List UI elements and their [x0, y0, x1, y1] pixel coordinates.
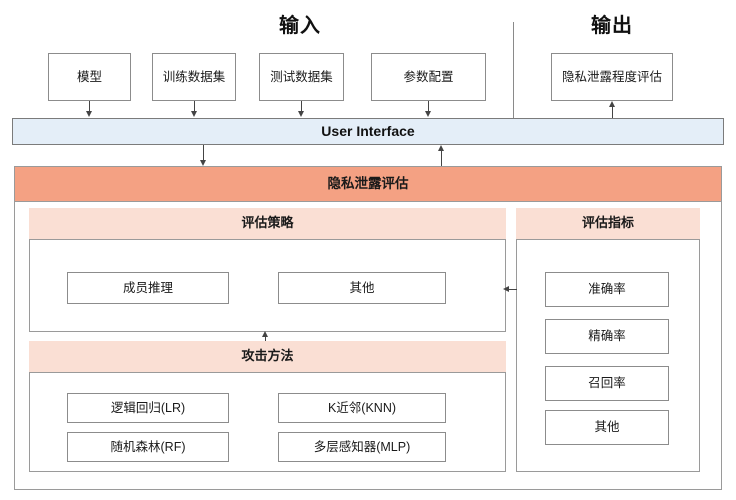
arrow-assessment-to-ui-line — [441, 151, 442, 167]
section-title-input: 输入 — [279, 14, 321, 37]
arrow-train-to-ui-head — [191, 111, 197, 117]
arrow-test-to-ui-head — [298, 111, 304, 117]
metric-item-accuracy[interactable]: 准确率 — [545, 272, 669, 307]
attack-item-mlp[interactable]: 多层感知器(MLP) — [278, 432, 446, 462]
arrow-attack-to-strategy-head — [262, 331, 268, 337]
arrow-test-to-ui-line — [301, 101, 302, 112]
arrow-metrics-to-strategy-line — [508, 289, 517, 290]
arrow-param-to-ui-head — [425, 111, 431, 117]
metric-item-other[interactable]: 其他 — [545, 410, 669, 445]
arrow-metrics-to-strategy-head — [503, 286, 509, 292]
arrow-model-to-ui-line — [89, 101, 90, 112]
arrow-model-to-ui-head — [86, 111, 92, 117]
arrow-ui-to-assessment-head — [200, 160, 206, 166]
input-node-train-dataset[interactable]: 训练数据集 — [152, 53, 236, 101]
strategy-item-other[interactable]: 其他 — [278, 272, 446, 304]
arrow-param-to-ui-line — [428, 101, 429, 112]
arrow-ui-to-assessment-line — [203, 145, 204, 161]
strategy-panel-header: 评估策略 — [29, 208, 506, 240]
input-node-model[interactable]: 模型 — [48, 53, 131, 101]
metrics-panel-header: 评估指标 — [516, 208, 700, 240]
privacy-leak-assessment-header: 隐私泄露评估 — [14, 166, 722, 202]
user-interface-band[interactable]: User Interface — [12, 118, 724, 145]
metric-item-precision[interactable]: 精确率 — [545, 319, 669, 354]
attack-panel-header: 攻击方法 — [29, 341, 506, 373]
arrow-attack-to-strategy-line — [265, 336, 266, 342]
section-title-output: 输出 — [591, 14, 633, 37]
input-node-param-config[interactable]: 参数配置 — [371, 53, 486, 101]
metric-item-recall[interactable]: 召回率 — [545, 366, 669, 401]
output-node-privacy-leak-assessment[interactable]: 隐私泄露程度评估 — [551, 53, 673, 101]
arrow-ui-to-output-line — [612, 107, 613, 118]
attack-item-knn[interactable]: K近邻(KNN) — [278, 393, 446, 423]
arrow-assessment-to-ui-head — [438, 145, 444, 151]
attack-item-logistic-regression[interactable]: 逻辑回归(LR) — [67, 393, 229, 423]
strategy-item-membership-inference[interactable]: 成员推理 — [67, 272, 229, 304]
arrow-ui-to-output-head — [609, 101, 615, 107]
arrow-train-to-ui-line — [194, 101, 195, 112]
input-output-divider — [513, 22, 514, 120]
input-node-test-dataset[interactable]: 测试数据集 — [259, 53, 344, 101]
attack-item-random-forest[interactable]: 随机森林(RF) — [67, 432, 229, 462]
